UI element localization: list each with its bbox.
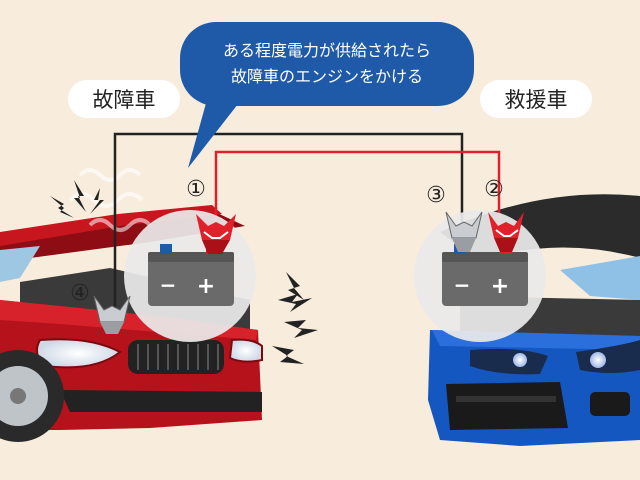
lightning-icon	[284, 320, 318, 338]
step-4-label: ④	[70, 281, 90, 306]
callout-line-1: ある程度電力が供給されたら	[223, 41, 431, 60]
negative-cable	[113, 132, 464, 316]
callout-tail	[188, 96, 238, 168]
rescue-car-battery-zoom: − +	[414, 210, 546, 342]
broken-car-bumper	[60, 390, 262, 412]
black-ground-clamp-icon	[93, 295, 131, 334]
red-clamp-icon	[196, 214, 236, 254]
black-clamp-icon	[445, 211, 483, 252]
lightning-icon	[278, 294, 312, 312]
lightning-icon	[272, 346, 304, 364]
rescue-car-left-headlight	[470, 348, 548, 375]
positive-cable	[214, 150, 501, 234]
rescue-car-label-text: 救援車	[505, 88, 568, 112]
lightning-icon	[74, 180, 86, 212]
lightning-icon	[90, 188, 104, 214]
rescue-car-battery	[442, 252, 528, 306]
step-3-label: ③	[426, 183, 446, 208]
battery-minus-sign: −	[454, 273, 471, 297]
broken-car-right-headlight	[228, 338, 263, 363]
battery-minus-sign: −	[160, 273, 177, 297]
lightning-icon	[50, 196, 74, 218]
trouble-marks	[50, 180, 318, 364]
step-1-label: ①	[186, 177, 206, 202]
battery-plus-sign: +	[491, 274, 509, 299]
rescue-car-windshield	[560, 256, 640, 300]
lightning-icon	[286, 272, 304, 300]
negative-terminal	[160, 244, 172, 254]
rescue-car-grille	[446, 382, 568, 430]
broken-car-battery	[148, 252, 234, 306]
rescue-car-label: 救援車	[480, 80, 592, 118]
callout-line-2: 故障車のエンジンをかける	[231, 67, 423, 86]
broken-car-label-text: 故障車	[93, 88, 156, 112]
battery-plus-sign: +	[197, 274, 215, 299]
broken-car-battery-zoom: − +	[124, 210, 256, 342]
callout-bubble: ある程度電力が供給されたら 故障車のエンジンをかける	[180, 22, 474, 168]
broken-car-windshield	[0, 246, 40, 282]
step-2-label: ②	[484, 177, 504, 202]
red-clamp-icon	[488, 212, 524, 252]
broken-car-grille	[128, 340, 224, 374]
broken-car-label: 故障車	[68, 80, 180, 118]
